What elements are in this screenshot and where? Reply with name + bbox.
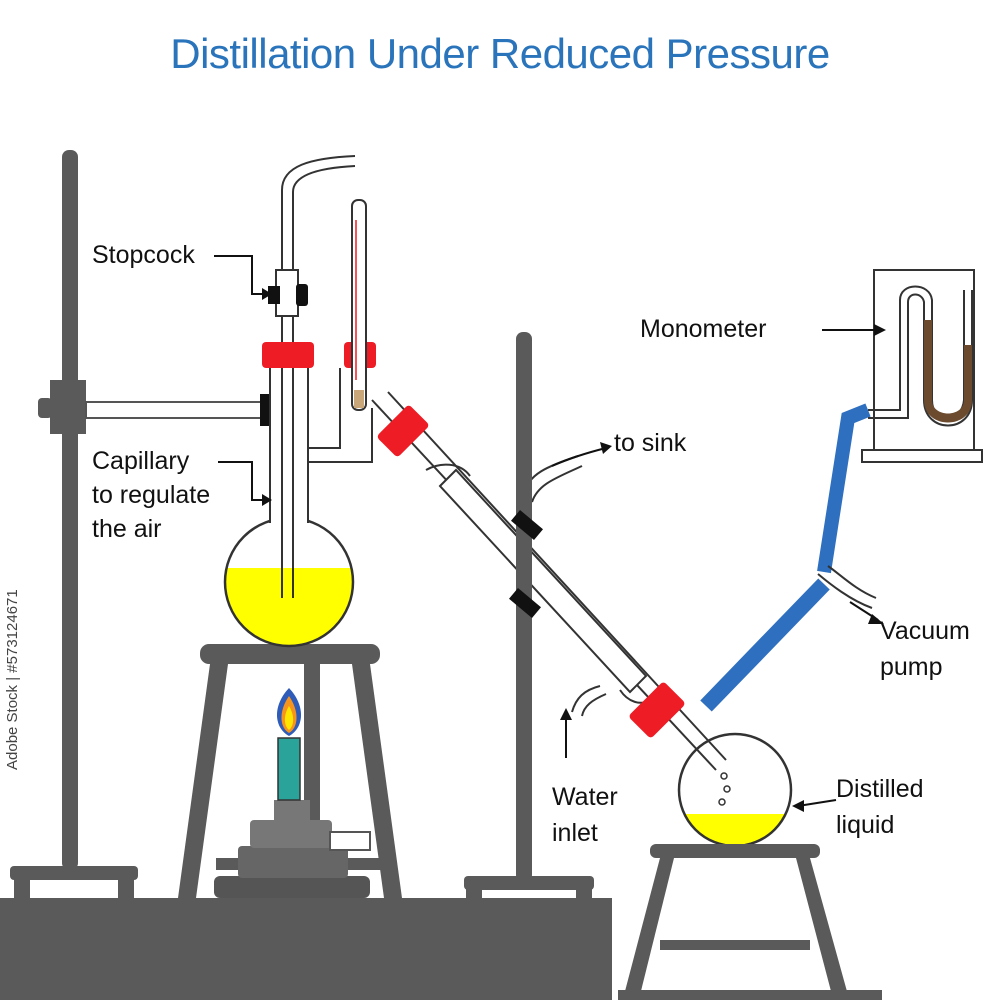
- label-stopcock: Stopcock: [92, 241, 195, 269]
- watermark-stock-id: Adobe Stock | #573124671: [4, 589, 21, 770]
- manometer: [861, 269, 983, 463]
- label-monometer: Monometer: [640, 315, 767, 343]
- lab-bench: [0, 898, 612, 1000]
- label-distilled-2: liquid: [836, 811, 895, 839]
- label-vacuum-1: Vacuum: [880, 617, 970, 645]
- watermark-brand: Adobe Stock: [4, 684, 21, 770]
- label-capillary-1: Capillary: [92, 447, 190, 475]
- label-capillary-2: to regulate: [92, 481, 211, 509]
- label-capillary-3: the air: [92, 515, 162, 543]
- left-retort-stand: [10, 150, 308, 898]
- label-water-1: Water: [552, 783, 618, 811]
- label-water-2: inlet: [552, 819, 598, 847]
- arrowheads: [262, 288, 886, 812]
- right-retort-stand: [464, 332, 594, 900]
- liebig-condenser: [371, 391, 727, 771]
- label-to-sink: to sink: [614, 429, 687, 457]
- receiving-flask: [618, 732, 882, 1000]
- label-vacuum-2: pump: [880, 653, 943, 681]
- vacuum-tubing: [700, 403, 877, 712]
- label-distilled-1: Distilled: [836, 775, 924, 803]
- diagram-title: Distillation Under Reduced Pressure: [170, 30, 830, 77]
- bunsen-burner: [214, 688, 371, 898]
- watermark-number: 573124671: [4, 589, 21, 665]
- distillation-head: [308, 199, 376, 463]
